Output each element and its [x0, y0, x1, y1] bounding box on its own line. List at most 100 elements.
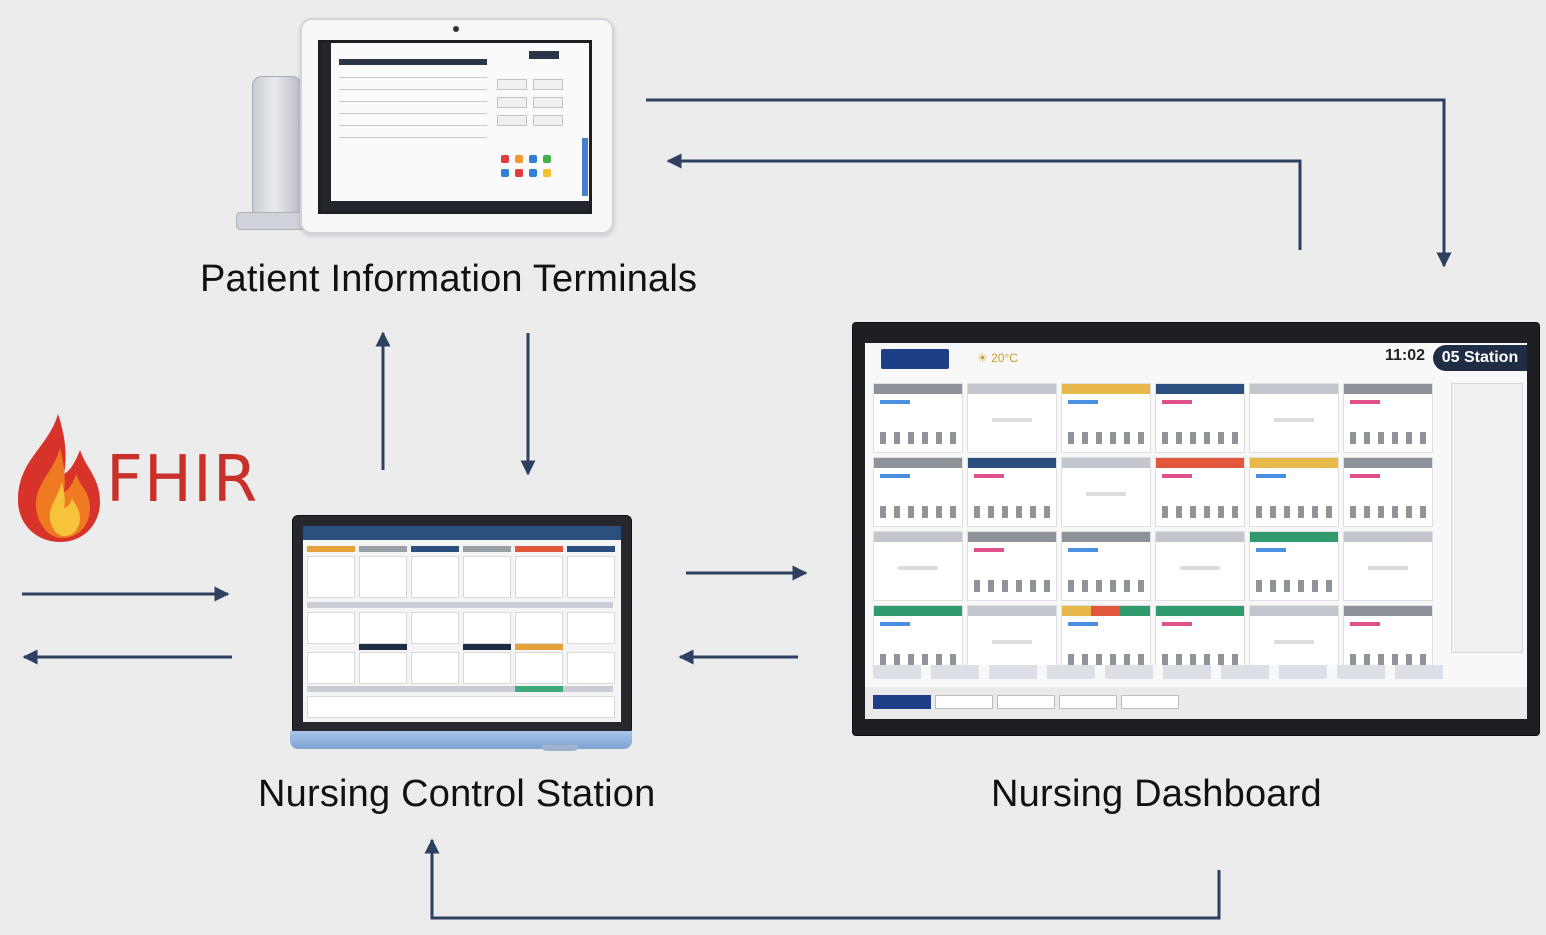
room-card — [1155, 531, 1245, 601]
laptop-cell — [307, 652, 355, 684]
laptop-cell — [515, 652, 563, 684]
tablet-icon — [515, 169, 523, 177]
laptop-bezel — [292, 515, 632, 735]
dashboard-time: 11:02 — [1385, 347, 1426, 364]
laptop-cell — [307, 556, 355, 598]
room-card — [1343, 383, 1433, 453]
fhir-logo: FHIR — [8, 408, 257, 548]
laptop-col-header — [567, 546, 615, 552]
dashboard-tab — [873, 695, 931, 709]
room-card — [1343, 457, 1433, 527]
room-card — [873, 605, 963, 675]
sun-icon: ☀ — [977, 351, 988, 365]
terminal-handset — [252, 76, 302, 228]
laptop-col-header — [411, 546, 459, 552]
laptop-navbar — [303, 526, 621, 540]
tablet-row — [339, 77, 487, 78]
terminal-handset-base — [236, 212, 308, 230]
tablet-icon — [543, 155, 551, 163]
arrow-dashboard-to-station-bottom — [424, 838, 1221, 920]
laptop-row-header — [307, 602, 613, 608]
tablet-icon — [543, 169, 551, 177]
laptop-cell — [411, 652, 459, 684]
room-card — [873, 383, 963, 453]
dashboard-tab — [1059, 695, 1117, 709]
terminal-tablet — [300, 18, 614, 234]
dashboard-tab — [935, 695, 993, 709]
laptop-cell — [515, 556, 563, 598]
tablet-row — [339, 137, 487, 138]
dashboard-tab — [1121, 695, 1179, 709]
laptop-col-header — [463, 644, 511, 650]
tablet-row — [339, 89, 487, 90]
laptop-col-header — [515, 644, 563, 650]
room-card — [1155, 605, 1245, 675]
dashboard-station-badge: 05 Station — [1433, 345, 1527, 371]
laptop-col-header — [515, 686, 563, 692]
laptop-col-header — [359, 644, 407, 650]
laptop-cell — [307, 612, 355, 644]
laptop-cell — [307, 696, 615, 718]
monitor-screen: ☀ 20°C 11:02 05 Station — [865, 343, 1527, 719]
label-nursing-dashboard: Nursing Dashboard — [991, 773, 1322, 815]
tablet-icon — [501, 155, 509, 163]
laptop-cell — [359, 652, 407, 684]
tablet-chip — [497, 97, 527, 108]
nursing-dashboard-image: ☀ 20°C 11:02 05 Station — [852, 322, 1540, 740]
laptop-cell — [463, 652, 511, 684]
tablet-badge — [529, 51, 559, 59]
room-card — [1343, 531, 1433, 601]
room-card — [1155, 383, 1245, 453]
laptop-cell — [515, 612, 563, 644]
laptop-cell — [411, 612, 459, 644]
laptop-cell — [411, 556, 459, 598]
tablet-taskbar — [321, 201, 589, 211]
patient-terminal-image — [232, 14, 614, 234]
dashboard-tab-bar — [865, 687, 1527, 719]
fhir-logo-text: FHIR — [106, 443, 259, 517]
flame-icon — [18, 414, 100, 542]
tablet-icon — [515, 155, 523, 163]
laptop-col-header — [463, 546, 511, 552]
laptop-cell — [463, 612, 511, 644]
tablet-row — [339, 125, 487, 126]
room-card — [873, 531, 963, 601]
room-card — [1061, 531, 1151, 601]
tablet-chip — [533, 115, 563, 126]
room-card — [967, 383, 1057, 453]
room-card — [1343, 605, 1433, 675]
tablet-sidebar — [321, 43, 331, 211]
dashboard-tab — [997, 695, 1055, 709]
room-card — [1249, 531, 1339, 601]
room-card — [1249, 457, 1339, 527]
tablet-icon — [529, 169, 537, 177]
tablet-chip — [497, 115, 527, 126]
tablet-header — [339, 59, 487, 65]
room-card — [967, 531, 1057, 601]
room-card — [1249, 383, 1339, 453]
laptop-col-header — [359, 546, 407, 552]
laptop-cell — [359, 612, 407, 644]
dashboard-logo — [881, 349, 949, 369]
laptop-cell — [359, 556, 407, 598]
room-card — [967, 605, 1057, 675]
tablet-side-strip — [582, 138, 588, 196]
label-patient-information-terminals: Patient Information Terminals — [200, 258, 698, 300]
tablet-chip — [497, 79, 527, 90]
tablet-row — [339, 101, 487, 102]
room-card — [1061, 383, 1151, 453]
room-card — [1155, 457, 1245, 527]
label-nursing-control-station: Nursing Control Station — [258, 773, 656, 815]
laptop-cell — [567, 652, 615, 684]
laptop-notch — [542, 745, 578, 751]
room-card — [967, 457, 1057, 527]
laptop-col-header — [515, 546, 563, 552]
monitor-bezel: ☀ 20°C 11:02 05 Station — [852, 322, 1540, 736]
tablet-chip — [533, 97, 563, 108]
laptop-cell — [463, 556, 511, 598]
tablet-icon — [501, 169, 509, 177]
laptop-cell — [567, 612, 615, 644]
laptop-base — [290, 731, 632, 749]
nursing-control-station-image — [290, 515, 632, 755]
